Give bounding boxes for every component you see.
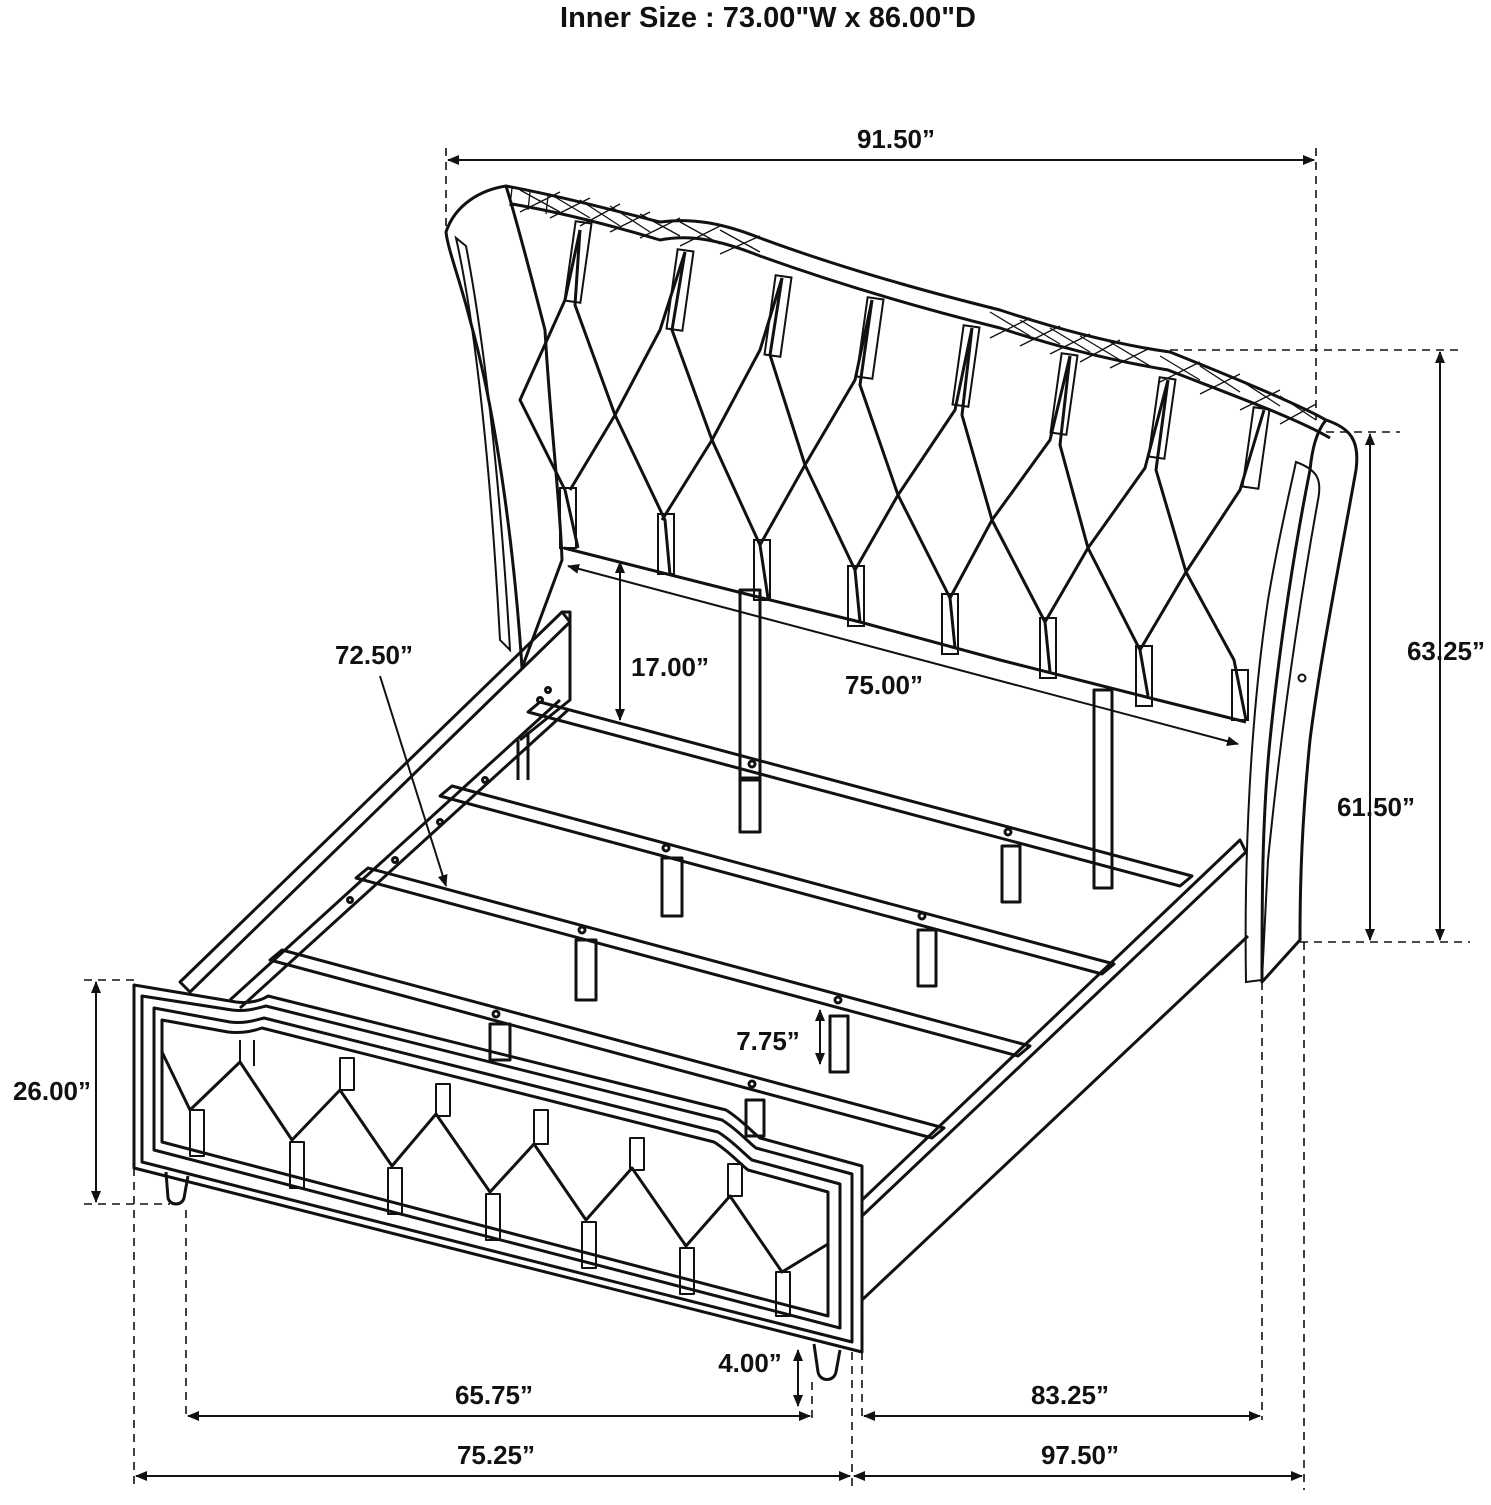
dimension-lines bbox=[84, 148, 1470, 1490]
label-bed-length: 83.25” bbox=[1031, 1380, 1109, 1410]
label-headboard-height: 63.25” bbox=[1407, 636, 1485, 666]
label-slat-clearance: 7.75” bbox=[736, 1026, 800, 1056]
label-rail-clearance: 17.00” bbox=[631, 652, 709, 682]
dim-line-side-rail bbox=[379, 675, 448, 887]
label-leg-height: 4.00” bbox=[718, 1348, 782, 1378]
dimension-labels: 91.50” 63.25” 61.50” 17.00” 75.00” 72.50… bbox=[13, 124, 1485, 1470]
label-headboard-height-inner: 61.50” bbox=[1337, 792, 1415, 822]
label-footboard-width: 65.75” bbox=[455, 1380, 533, 1410]
bed-illustration bbox=[132, 184, 1359, 1381]
headboard bbox=[444, 184, 1359, 984]
label-bed-length-overall: 97.50” bbox=[1041, 1440, 1119, 1470]
inner-size-title: Inner Size : 73.00"W x 86.00"D bbox=[560, 2, 976, 34]
label-overall-width: 91.50” bbox=[857, 124, 935, 154]
footboard bbox=[132, 983, 864, 1381]
label-side-rail-length: 72.50” bbox=[335, 640, 413, 670]
slats bbox=[268, 588, 1194, 1140]
quilted-trim bbox=[519, 189, 1317, 425]
label-footboard-width-overall: 75.25” bbox=[457, 1440, 535, 1470]
label-footboard-height: 26.00” bbox=[13, 1076, 91, 1106]
label-headboard-panel-width: 75.00” bbox=[845, 670, 923, 700]
dim-line-headboard-panel bbox=[567, 563, 1239, 747]
